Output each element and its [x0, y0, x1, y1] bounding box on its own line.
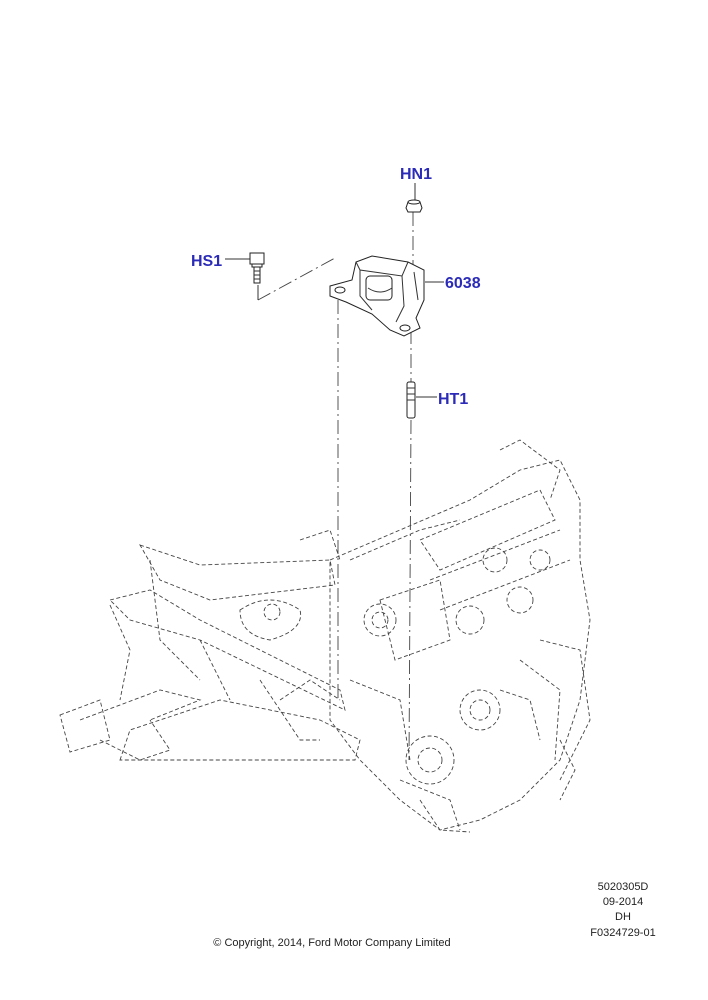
diagram-date: 09-2014: [603, 896, 643, 908]
callout-hs1[interactable]: HS1: [191, 253, 222, 270]
nut-hn1[interactable]: [405, 199, 423, 213]
engine-mount-6038[interactable]: [329, 255, 425, 337]
callout-hn1[interactable]: HN1: [400, 166, 432, 183]
leader-lines: [225, 183, 444, 398]
copyright: © Copyright, 2014, Ford Motor Company Li…: [213, 937, 450, 949]
callout-ht1[interactable]: HT1: [438, 391, 468, 408]
diagram-initials: DH: [615, 911, 631, 923]
subframe-phantom: [59, 519, 461, 761]
engine-assembly-phantom: [329, 439, 591, 833]
bolt-hs1[interactable]: [249, 252, 265, 284]
diagram-code: 5020305D: [598, 881, 649, 893]
callout-6038[interactable]: 6038: [445, 275, 481, 292]
stud-ht1[interactable]: [406, 381, 416, 419]
figure-number: F0324729-01: [590, 927, 655, 939]
assembly-centerlines: [257, 212, 414, 761]
